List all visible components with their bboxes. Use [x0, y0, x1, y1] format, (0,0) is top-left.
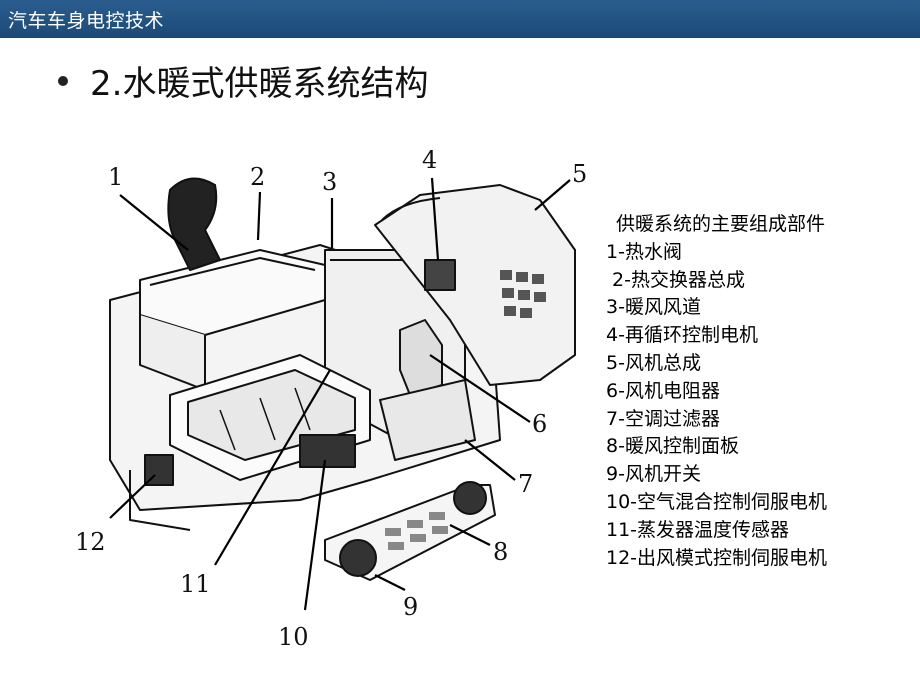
callout-2: 2 — [250, 163, 265, 191]
evaporator-sensor-block — [299, 434, 356, 468]
header-title: 汽车车身电控技术 — [8, 10, 165, 32]
heater-assembly-diagram: 1 2 3 4 5 6 7 8 9 10 11 12 — [70, 140, 610, 660]
recirculation-motor — [424, 259, 456, 291]
callout-11: 11 — [180, 570, 211, 598]
heater-assembly-illustration: 1 2 3 4 5 6 7 8 9 10 11 12 — [75, 146, 587, 651]
legend-item: 3-暖风风道 — [606, 296, 701, 319]
component-legend: 供暖系统的主要组成部件 1-热水阀 2-热交换器总成 3-暖风风道 4-再循环控… — [606, 211, 906, 572]
legend-item: 12-出风模式控制伺服电机 — [606, 546, 828, 569]
filter-housing — [379, 379, 476, 461]
legend-title: 供暖系统的主要组成部件 — [616, 213, 826, 235]
legend-item: 4-再循环控制电机 — [606, 324, 758, 347]
callout-6: 6 — [532, 410, 547, 438]
callout-1: 1 — [108, 163, 123, 191]
legend-item: 1-热水阀 — [606, 240, 682, 263]
callout-3: 3 — [322, 168, 337, 196]
bullet-dot — [58, 75, 68, 86]
callout-7: 7 — [518, 470, 533, 498]
legend-item: 6-风机电阻器 — [606, 379, 720, 402]
callout-8: 8 — [493, 538, 508, 566]
legend-item: 7-空调过滤器 — [606, 407, 720, 430]
legend-item: 8-暖风控制面板 — [606, 435, 739, 458]
callout-5: 5 — [572, 160, 587, 188]
legend-item: 2-热交换器总成 — [612, 268, 745, 291]
fan-switch-knob — [339, 539, 377, 577]
legend-item: 9-风机开关 — [606, 463, 701, 486]
legend-item: 10-空气混合控制伺服电机 — [606, 490, 828, 513]
slide-heading: 2.水暖式供暖系统结构 — [58, 56, 428, 105]
blower-housing — [374, 184, 576, 386]
legend-item: 11-蒸发器温度传感器 — [606, 518, 790, 541]
slide-heading-text: 2.水暖式供暖系统结构 — [90, 64, 429, 104]
callout-4: 4 — [422, 146, 437, 174]
temp-knob — [453, 481, 487, 515]
header-bar: 汽车车身电控技术 — [0, 0, 920, 38]
callout-10: 10 — [278, 623, 309, 651]
hot-water-valve — [167, 177, 221, 271]
callout-9: 9 — [403, 593, 418, 621]
callout-12: 12 — [75, 528, 106, 556]
legend-item: 5-风机总成 — [606, 351, 701, 374]
